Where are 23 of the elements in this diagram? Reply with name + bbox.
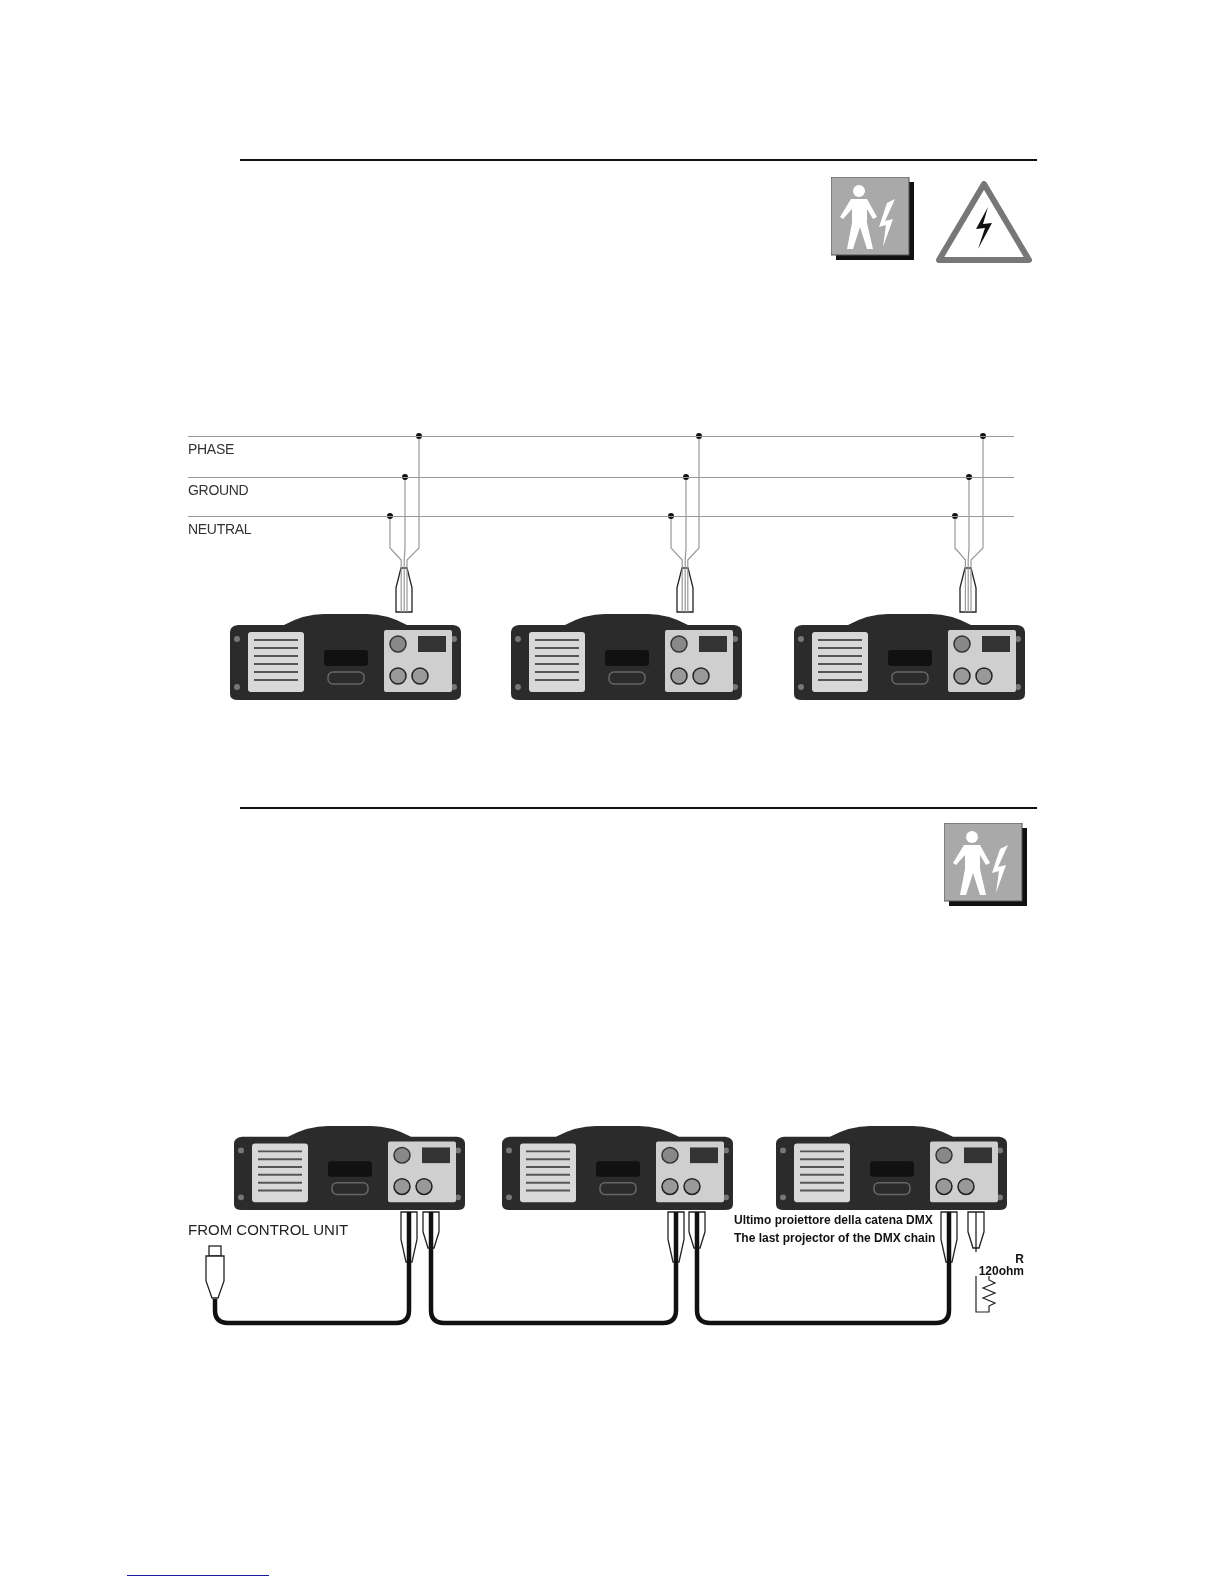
resistor-label: 120ohm (978, 1264, 1024, 1278)
power-line (188, 477, 1014, 478)
power-line (188, 516, 1014, 517)
resistor-label: R (1015, 1252, 1024, 1266)
note-text: Ultimo proiettore della catena DMX (734, 1213, 933, 1227)
wire (402, 474, 408, 613)
wire (687, 433, 702, 613)
dmx-cable (694, 1212, 952, 1326)
dmx-cable (428, 1212, 679, 1326)
wire (406, 433, 422, 613)
line-label: NEUTRAL (188, 521, 252, 537)
cable-label: FROM CONTROL UNIT (188, 1221, 348, 1238)
wire (683, 474, 689, 613)
note-text: The last projector of the DMX chain (734, 1231, 936, 1245)
wire (387, 513, 402, 613)
power-line (188, 436, 1014, 437)
line-label: GROUND (188, 482, 249, 498)
wire (668, 513, 683, 613)
wire (966, 474, 972, 613)
line-label: PHASE (188, 441, 234, 457)
wire (952, 513, 966, 613)
wire (970, 433, 986, 613)
wire (975, 1211, 977, 1253)
